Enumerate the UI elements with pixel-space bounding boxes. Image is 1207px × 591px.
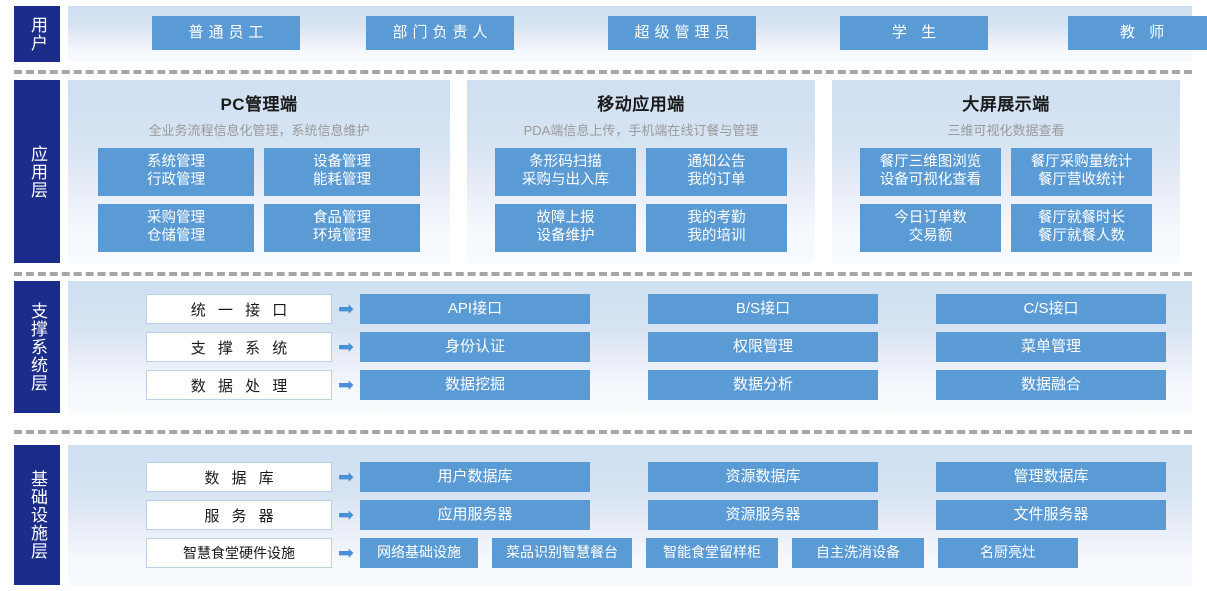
- item-chip-support-2-2[interactable]: 数据融合: [936, 370, 1166, 400]
- application-module-chip-0-1[interactable]: 设备管理 能耗管理: [264, 148, 420, 196]
- application-panel-0: PC管理端全业务流程信息化管理，系统信息维护系统管理 行政管理设备管理 能耗管理…: [68, 80, 450, 263]
- user-role-chip-2[interactable]: 超级管理员: [608, 16, 756, 50]
- separator-user-app: [14, 70, 1192, 74]
- row-support-2: 数 据 处 理 ➡ 数据挖掘 数据分析 数据融合: [68, 370, 1174, 400]
- infrastructure-layer-band: 基础设施层 数 据 库 ➡ 用户数据库 资源数据库 管理数据库服 务 器 ➡ 应用服务器 资源…: [14, 445, 1192, 585]
- item-chip-infrastructure-2-1[interactable]: 菜品识别智慧餐台: [492, 538, 632, 568]
- flow-arrow-icon: ➡: [338, 542, 354, 564]
- category-box-support-2[interactable]: 数 据 处 理: [146, 370, 332, 400]
- application-layer-band: 应用层 PC管理端全业务流程信息化管理，系统信息维护系统管理 行政管理设备管理 …: [14, 80, 1192, 263]
- item-chip-support-1-2[interactable]: 菜单管理: [936, 332, 1166, 362]
- category-box-infrastructure-0[interactable]: 数 据 库: [146, 462, 332, 492]
- user-role-chip-3[interactable]: 学 生: [840, 16, 988, 50]
- flow-arrow-icon: ➡: [338, 504, 354, 526]
- application-module-chip-2-2[interactable]: 今日订单数 交易额: [860, 204, 1001, 252]
- support-layer-body: 统 一 接 口 ➡ API接口 B/S接口 C/S接口支 撑 系 统 ➡ 身份认证 权限管理 菜…: [68, 281, 1192, 413]
- item-chip-infrastructure-2-3[interactable]: 自主洗消设备: [792, 538, 924, 568]
- panel-gap-1: [450, 80, 467, 263]
- item-chip-infrastructure-0-1[interactable]: 资源数据库: [648, 462, 878, 492]
- item-chip-infrastructure-2-2[interactable]: 智能食堂留样柜: [646, 538, 778, 568]
- flow-arrow-icon: ➡: [338, 466, 354, 488]
- row-infrastructure-2: 智慧食堂硬件设施 ➡ 网络基础设施菜品识别智慧餐台智能食堂留样柜自主洗消设备名厨亮灶: [68, 538, 1174, 568]
- support-rows: 统 一 接 口 ➡ API接口 B/S接口 C/S接口支 撑 系 统 ➡ 身份认证 权限管理 菜…: [68, 281, 1192, 413]
- item-chip-support-0-1[interactable]: B/S接口: [648, 294, 878, 324]
- application-module-chip-0-2[interactable]: 采购管理 仓储管理: [98, 204, 254, 252]
- panel-gap-2: [815, 80, 832, 263]
- category-box-support-1[interactable]: 支 撑 系 统: [146, 332, 332, 362]
- row-support-1: 支 撑 系 统 ➡ 身份认证 权限管理 菜单管理: [68, 332, 1174, 362]
- separator-support-infra: [14, 430, 1192, 434]
- application-layer-label: 应用层: [14, 80, 60, 263]
- item-chip-infrastructure-0-2[interactable]: 管理数据库: [936, 462, 1166, 492]
- item-chip-infrastructure-2-0[interactable]: 网络基础设施: [360, 538, 478, 568]
- item-chip-support-1-1[interactable]: 权限管理: [648, 332, 878, 362]
- application-panels: PC管理端全业务流程信息化管理，系统信息维护系统管理 行政管理设备管理 能耗管理…: [68, 80, 1192, 263]
- support-layer-band: 支撑系统层 统 一 接 口 ➡ API接口 B/S接口 C/S接口支 撑 系 统 ➡ 身份认…: [14, 281, 1192, 413]
- flow-arrow-icon: ➡: [338, 298, 354, 320]
- item-chip-support-0-0[interactable]: API接口: [360, 294, 590, 324]
- flow-arrow-icon: ➡: [338, 374, 354, 396]
- panel-module-grid-2: 餐厅三维图浏览 设备可视化查看餐厅采购量统计 餐厅营收统计今日订单数 交易额餐厅…: [832, 139, 1180, 252]
- application-module-chip-1-3[interactable]: 我的考勤 我的培训: [646, 204, 787, 252]
- panel-title-1: 移动应用端: [597, 95, 685, 114]
- panel-title-2: 大屏展示端: [962, 95, 1050, 114]
- application-layer-body: PC管理端全业务流程信息化管理，系统信息维护系统管理 行政管理设备管理 能耗管理…: [68, 80, 1192, 263]
- user-role-chip-0[interactable]: 普通员工: [152, 16, 300, 50]
- item-chip-support-2-1[interactable]: 数据分析: [648, 370, 878, 400]
- panel-module-grid-0: 系统管理 行政管理设备管理 能耗管理采购管理 仓储管理食品管理 环境管理: [68, 139, 450, 252]
- infrastructure-layer-label: 基础设施层: [14, 445, 60, 585]
- flow-arrow-icon: ➡: [338, 336, 354, 358]
- category-box-support-0[interactable]: 统 一 接 口: [146, 294, 332, 324]
- panel-subtitle-2: 三维可视化数据查看: [947, 123, 1065, 138]
- infrastructure-layer-body: 数 据 库 ➡ 用户数据库 资源数据库 管理数据库服 务 器 ➡ 应用服务器 资源服务器 文件服…: [68, 445, 1192, 585]
- user-layer-label: 用户: [14, 6, 60, 62]
- panel-subtitle-0: 全业务流程信息化管理，系统信息维护: [148, 123, 370, 138]
- application-module-chip-2-1[interactable]: 餐厅采购量统计 餐厅营收统计: [1011, 148, 1152, 196]
- user-role-chip-4[interactable]: 教 师: [1068, 16, 1207, 50]
- application-module-chip-1-0[interactable]: 条形码扫描 采购与出入库: [495, 148, 636, 196]
- application-module-chip-2-0[interactable]: 餐厅三维图浏览 设备可视化查看: [860, 148, 1001, 196]
- item-chip-infrastructure-1-2[interactable]: 文件服务器: [936, 500, 1166, 530]
- item-chip-support-1-0[interactable]: 身份认证: [360, 332, 590, 362]
- application-module-chip-1-1[interactable]: 通知公告 我的订单: [646, 148, 787, 196]
- row-support-0: 统 一 接 口 ➡ API接口 B/S接口 C/S接口: [68, 294, 1174, 324]
- user-layer-body: 普通员工 部门负责人 超级管理员 学 生 教 师: [68, 6, 1207, 62]
- panel-module-grid-1: 条形码扫描 采购与出入库通知公告 我的订单故障上报 设备维护我的考勤 我的培训: [467, 139, 815, 252]
- category-box-infrastructure-1[interactable]: 服 务 器: [146, 500, 332, 530]
- panel-subtitle-1: PDA端信息上传，手机端在线订餐与管理: [523, 123, 759, 138]
- separator-app-support: [14, 272, 1192, 276]
- row-infrastructure-0: 数 据 库 ➡ 用户数据库 资源数据库 管理数据库: [68, 462, 1174, 492]
- user-layer-band: 用户 普通员工 部门负责人 超级管理员 学 生 教 师: [14, 6, 1207, 62]
- item-chip-support-0-2[interactable]: C/S接口: [936, 294, 1166, 324]
- category-box-infrastructure-2[interactable]: 智慧食堂硬件设施: [146, 538, 332, 568]
- item-chip-infrastructure-1-0[interactable]: 应用服务器: [360, 500, 590, 530]
- panel-title-0: PC管理端: [220, 95, 298, 114]
- item-chip-support-2-0[interactable]: 数据挖掘: [360, 370, 590, 400]
- row-infrastructure-1: 服 务 器 ➡ 应用服务器 资源服务器 文件服务器: [68, 500, 1174, 530]
- item-chip-infrastructure-2-4[interactable]: 名厨亮灶: [938, 538, 1078, 568]
- item-chip-infrastructure-1-1[interactable]: 资源服务器: [648, 500, 878, 530]
- application-module-chip-0-3[interactable]: 食品管理 环境管理: [264, 204, 420, 252]
- user-role-row: 普通员工 部门负责人 超级管理员 学 生 教 师: [68, 6, 1207, 62]
- application-panel-2: 大屏展示端三维可视化数据查看餐厅三维图浏览 设备可视化查看餐厅采购量统计 餐厅营…: [832, 80, 1180, 263]
- application-module-chip-1-2[interactable]: 故障上报 设备维护: [495, 204, 636, 252]
- application-module-chip-2-3[interactable]: 餐厅就餐时长 餐厅就餐人数: [1011, 204, 1152, 252]
- application-module-chip-0-0[interactable]: 系统管理 行政管理: [98, 148, 254, 196]
- support-layer-label: 支撑系统层: [14, 281, 60, 413]
- infrastructure-rows: 数 据 库 ➡ 用户数据库 资源数据库 管理数据库服 务 器 ➡ 应用服务器 资源服务器 文件服…: [68, 445, 1192, 585]
- item-chip-infrastructure-0-0[interactable]: 用户数据库: [360, 462, 590, 492]
- user-role-chip-1[interactable]: 部门负责人: [366, 16, 514, 50]
